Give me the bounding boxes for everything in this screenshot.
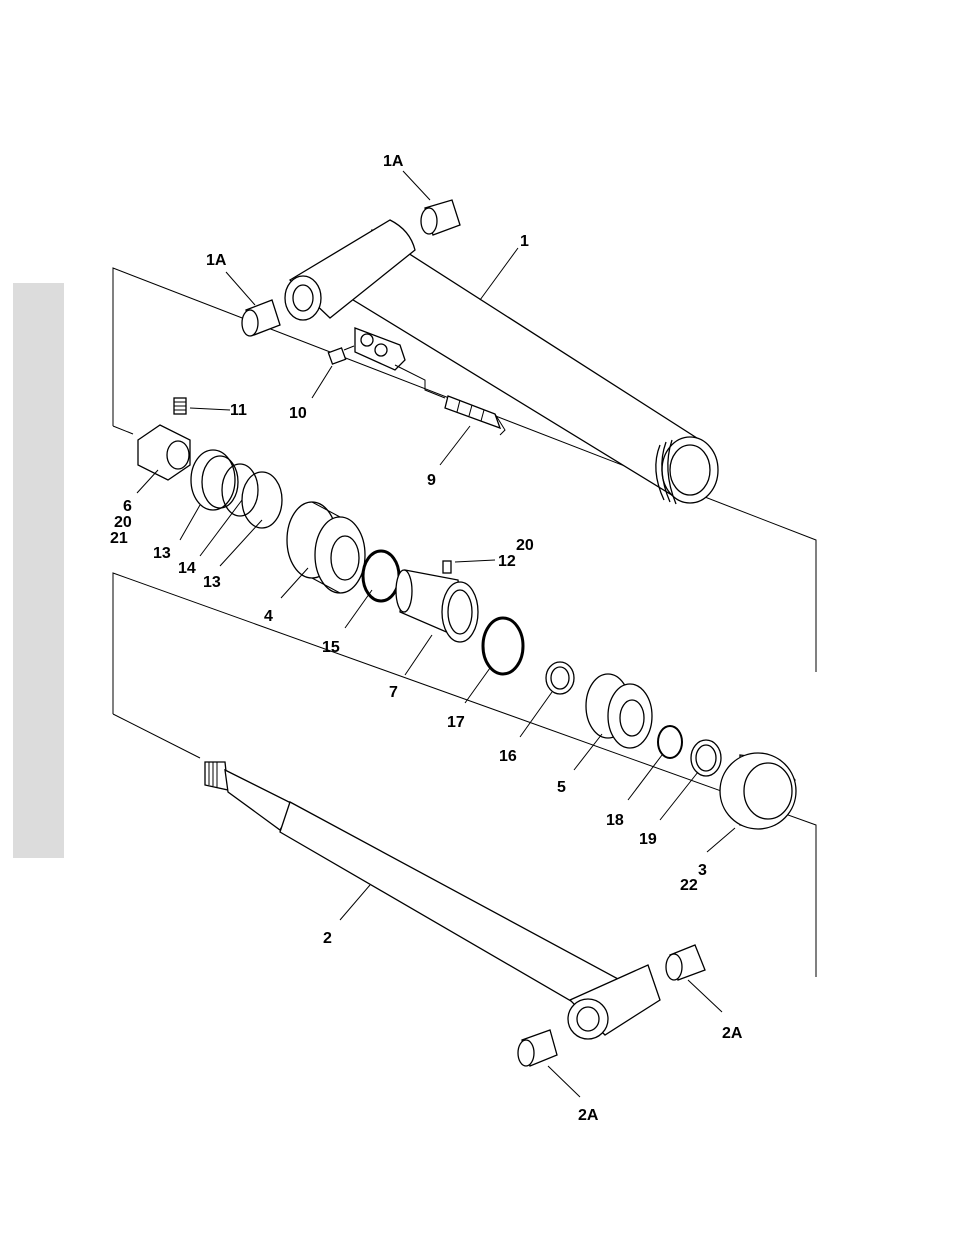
label-9: 9 xyxy=(427,472,436,489)
cylinder-head xyxy=(720,753,796,829)
label-5: 5 xyxy=(557,779,566,796)
label-14: 14 xyxy=(178,560,196,577)
piston-rings xyxy=(191,450,282,528)
piston-rod xyxy=(205,762,660,1039)
label-1: 1 xyxy=(520,233,529,250)
label-20-lower: 20 xyxy=(516,537,534,554)
locknut xyxy=(138,425,190,480)
label-17: 17 xyxy=(447,714,465,731)
label-2a-bottom: 2A xyxy=(578,1107,599,1124)
label-13-right: 13 xyxy=(203,574,221,591)
label-18: 18 xyxy=(606,812,624,829)
label-19: 19 xyxy=(639,831,657,848)
set-screw-12 xyxy=(443,561,451,573)
ring-18 xyxy=(658,726,682,758)
gland xyxy=(586,674,652,748)
label-11: 11 xyxy=(230,402,247,419)
bushing-2a-right xyxy=(666,945,705,980)
o-ring-17 xyxy=(483,618,523,674)
label-2a-right: 2A xyxy=(722,1025,743,1042)
label-22: 22 xyxy=(680,877,698,894)
label-1a-left: 1A xyxy=(206,252,227,269)
label-16: 16 xyxy=(499,748,517,765)
label-13-left: 13 xyxy=(153,545,171,562)
wear-ring xyxy=(546,662,574,694)
bushing-2a-bottom xyxy=(518,1030,557,1066)
piston xyxy=(287,502,365,593)
set-screw-11 xyxy=(174,398,186,414)
valve-cartridge xyxy=(445,396,505,435)
cylinder-barrel xyxy=(285,220,718,504)
label-12: 12 xyxy=(498,553,516,570)
label-1a-top: 1A xyxy=(383,153,404,170)
o-ring-15 xyxy=(363,551,399,601)
label-15: 15 xyxy=(322,639,340,656)
label-6: 6 xyxy=(123,498,132,515)
bushing-1a-top xyxy=(421,200,460,235)
label-7: 7 xyxy=(389,684,398,701)
ring-19 xyxy=(691,740,721,776)
label-2: 2 xyxy=(323,930,332,947)
label-10: 10 xyxy=(289,405,307,422)
label-20-upper: 20 xyxy=(114,514,132,531)
label-21: 21 xyxy=(110,530,128,547)
label-3: 3 xyxy=(698,862,707,879)
label-4: 4 xyxy=(264,608,273,625)
spacer xyxy=(396,570,478,642)
fitting xyxy=(328,346,354,364)
